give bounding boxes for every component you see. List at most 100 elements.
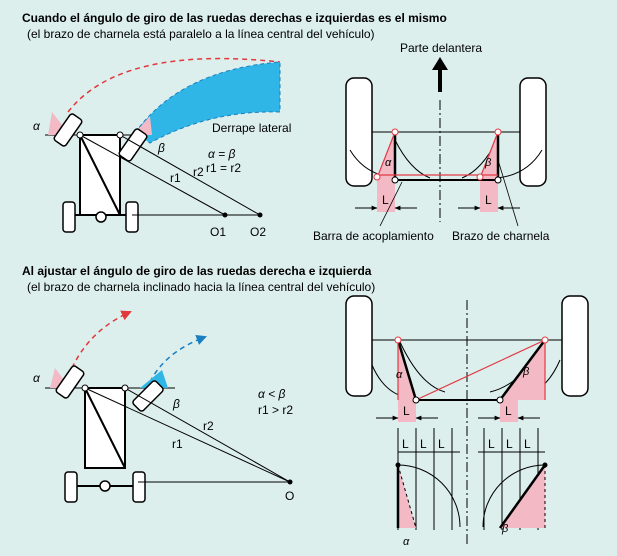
s2-alpha-r: α — [396, 369, 403, 381]
s1-o2-point — [257, 212, 263, 218]
s2-bottom-pivot-right — [542, 462, 548, 468]
s1-r1-line — [79, 134, 226, 216]
s1-joint-right — [476, 173, 484, 181]
s1-right-front-wheel — [118, 128, 148, 162]
s2-beta-r: β — [522, 366, 530, 378]
s1-red-dashed-arc — [67, 57, 281, 113]
s2-bottom-beta: β — [501, 523, 509, 535]
section2-title: Al ajustar el ángulo de giro de las rued… — [22, 264, 372, 278]
s1-leader-knuckle — [497, 159, 519, 227]
s1-joint-left — [373, 173, 381, 181]
s1-l-col-left — [377, 178, 395, 212]
s2-bottom-arc-right — [482, 464, 546, 528]
s1-kingpin-right — [116, 131, 124, 139]
s2-joint-right — [496, 396, 504, 404]
s2-right-linkage: L L α β L L L L L L — [345, 295, 589, 548]
s2-l-left: L — [403, 404, 410, 418]
s1-side-slip-area — [134, 61, 281, 144]
s2-l-col-right — [500, 400, 518, 422]
s1-joint-right-b — [494, 176, 502, 184]
s1-r1-label: r1 — [170, 171, 181, 185]
s2-arc-left-b — [399, 341, 446, 393]
s1-l-col-right — [480, 178, 498, 212]
s2-ladder-left-l2: L — [438, 437, 445, 451]
s1-beta-label: β — [157, 141, 165, 155]
s1-eq1: α = β — [208, 147, 236, 161]
s2-eq1: α < β — [258, 387, 286, 401]
s1-r2-line — [119, 134, 261, 216]
s2-o-label: O — [285, 489, 294, 503]
s2-pivot-right — [541, 336, 549, 344]
s2-r1-label: r1 — [172, 437, 183, 451]
s2-left-vehicle: α β α < β r1 > r2 r1 r2 O — [33, 310, 294, 503]
s1-l-right: L — [485, 193, 492, 207]
s2-r1-line — [84, 387, 291, 483]
s2-right-rear-wheel — [132, 471, 146, 503]
s1-left-wheel — [345, 77, 373, 187]
s2-joint-left — [412, 396, 420, 404]
s1-o1-label: O1 — [210, 225, 226, 239]
s1-slide-label: Derrape lateral — [212, 121, 291, 135]
s1-red-arm-left — [376, 131, 396, 179]
s1-left-front-wheel — [53, 113, 83, 147]
s2-o-point — [287, 479, 293, 485]
s2-eq2: r1 > r2 — [258, 403, 293, 417]
s1-kingpin-left — [76, 131, 84, 139]
s2-bottom-arm-right — [498, 464, 547, 529]
s2-bottom-pivot-left — [395, 462, 401, 468]
s2-bottom-alpha: α — [403, 536, 410, 548]
s1-knuckle-label: Brazo de charnela — [452, 229, 550, 243]
s2-left-wheel — [345, 295, 373, 397]
s2-beta-wedge — [140, 370, 168, 388]
s2-ladder-left-l1: L — [420, 437, 427, 451]
s1-chassis-diag — [79, 134, 121, 216]
s1-arc-left-b — [394, 139, 431, 179]
s2-ladder-right-l1: L — [506, 437, 513, 451]
s2-beta-label: β — [172, 397, 180, 411]
s1-right-linkage: Parte delantera — [313, 41, 550, 243]
s2-pivot-left — [394, 336, 402, 344]
s2-left-front-wheel — [55, 365, 85, 399]
s2-tie-rod-red — [415, 339, 546, 401]
s1-alpha-label: α — [33, 119, 41, 133]
s2-r2-line — [124, 387, 291, 483]
s2-blue-arrow — [149, 335, 207, 383]
s1-o1-point — [222, 212, 228, 218]
s1-o2-label: O2 — [250, 225, 266, 239]
s1-front-label: Parte delantera — [400, 41, 482, 55]
s1-eq2: r1 = r2 — [206, 161, 241, 175]
s2-knuckle-left — [396, 339, 418, 401]
section1-subtitle: (el brazo de charnela está paralelo a la… — [27, 27, 375, 41]
s1-tie-rod-label: Barra de acoplamiento — [313, 229, 434, 243]
s2-kingpin-left — [81, 384, 89, 392]
s1-pivot-right — [494, 128, 502, 136]
s1-red-arm-right — [479, 131, 499, 179]
s2-right-front-wheel — [132, 380, 164, 412]
s2-bottom-dash-left — [397, 464, 417, 529]
s1-right-wheel — [519, 77, 547, 187]
section2-subtitle: (el brazo de charnela inclinado hacia la… — [27, 280, 376, 294]
s1-joint-left-b — [391, 176, 399, 184]
s2-l-right: L — [505, 404, 512, 418]
s1-beta-r: β — [484, 157, 492, 169]
s2-rear-hub — [99, 480, 111, 492]
s1-arc-right-a — [496, 149, 543, 179]
s1-right-rear-wheel — [125, 201, 139, 233]
s2-bottom-arc-left — [397, 464, 461, 528]
s2-kingpin-right — [121, 384, 129, 392]
s2-left-rear-wheel — [64, 471, 78, 503]
s2-chassis-diag — [84, 387, 126, 469]
s1-pivot-left — [391, 128, 399, 136]
section1-title: Cuando el ángulo de giro de las ruedas d… — [22, 11, 447, 25]
s2-red-arrow — [71, 310, 132, 369]
s1-l-left: L — [382, 193, 389, 207]
s1-alpha-r: α — [385, 157, 392, 169]
s2-ladder-left-l0: L — [402, 437, 409, 451]
s2-l-col-left — [398, 400, 416, 422]
s2-ladder-right-l2: L — [524, 437, 531, 451]
s1-leader-tie — [379, 181, 403, 227]
s2-ladder-right-l0: L — [488, 437, 495, 451]
s2-r2-label: r2 — [203, 419, 214, 433]
